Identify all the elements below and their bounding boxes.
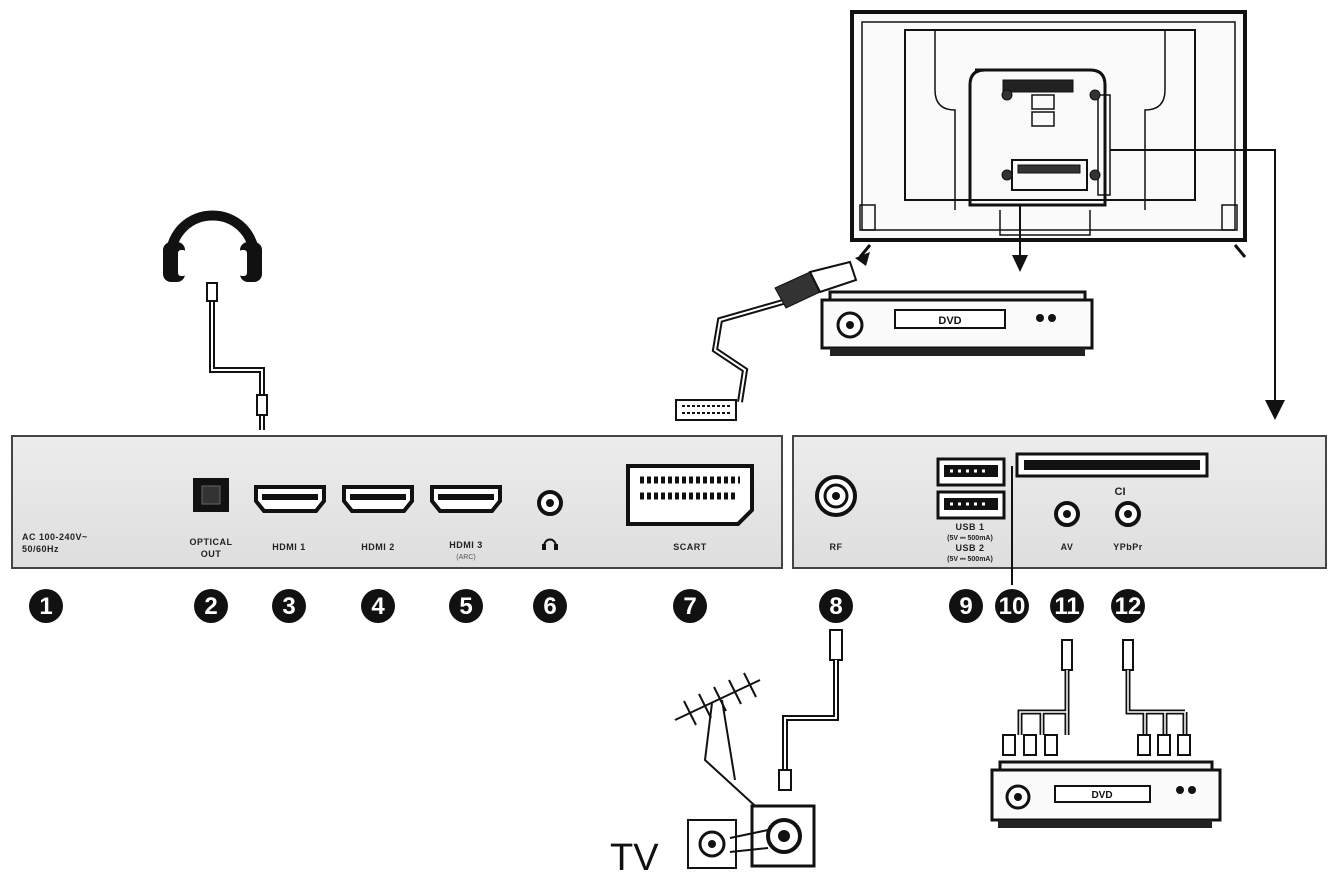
dvd-top-label: DVD [938,315,961,327]
callout-4: 4 [361,589,395,623]
optical-out-label: OUT [201,549,222,559]
tv-wall-socket [687,804,816,869]
hdmi3-label: HDMI 3 [449,540,483,550]
tv-wall-label: TV [610,837,659,879]
callout-number: 7 [683,593,696,620]
callout-number: 2 [204,593,217,620]
av-jack[interactable] [1054,501,1080,527]
scart-port[interactable] [626,464,754,526]
left-connector-panel: AC 100-240V~ 50/60Hz OPTICAL OUT HDMI 1 … [11,435,783,569]
callout-circle [1111,589,1145,623]
ypbpr-jack[interactable] [1115,501,1141,527]
callout-circle [272,589,306,623]
callout-1: 1 [29,589,63,623]
usb2-port[interactable] [936,490,1006,520]
hdmi3-port[interactable] [430,485,502,513]
ypbpr-label: YPbPr [1113,542,1143,552]
av-label: AV [1061,542,1074,552]
ci-slot[interactable] [1015,452,1209,478]
hdmi1-label: HDMI 1 [272,542,306,552]
usb1-label: USB 1 [955,522,984,532]
tv-back-view [850,10,1247,258]
callout-9: 9 [949,589,983,623]
scart-cable [675,260,858,421]
callout-circle [1050,589,1084,623]
dvd-bottom-label: DVD [1091,790,1112,801]
rf-cable [778,629,843,791]
callout-circle [673,589,707,623]
callout-number: 3 [282,593,295,620]
callout-circle [449,589,483,623]
callout-circle [995,589,1029,623]
hdmi1-port[interactable] [254,485,326,513]
callout-number: 9 [959,593,972,620]
headphone-jack[interactable] [537,490,563,516]
callout-12: 12 [1111,589,1145,623]
usb2-rating: (5V ⎓ 500mA) [947,556,993,563]
callout-number: 10 [999,593,1026,620]
dvd-player-top: DVD [820,290,1094,356]
usb1-rating: (5V ⎓ 500mA) [947,535,993,542]
callout-number: 11 [1054,593,1079,620]
callout-6: 6 [533,589,567,623]
power-frequency-label: 50/60Hz [22,544,59,554]
optical-label: OPTICAL [190,537,233,547]
callout-circle [949,589,983,623]
optical-out-port[interactable] [193,478,229,512]
usb1-port[interactable] [936,457,1006,487]
scart-label: SCART [673,542,707,552]
callout-3: 3 [272,589,306,623]
hdmi3-arc-label: (ARC) [456,554,475,561]
antenna-icon [674,672,766,816]
av-cables [1002,639,1191,756]
right-connector-panel: RF USB 1 (5V ⎓ 500mA) USB 2 (5V ⎓ 500mA)… [792,435,1327,585]
callout-10: 10 [995,589,1029,623]
callout-circle [533,589,567,623]
hdmi2-port[interactable] [342,485,414,513]
callout-2: 2 [194,589,228,623]
callout-number: 4 [371,593,385,620]
callout-circle [29,589,63,623]
dvd-player-bottom: DVD [990,760,1222,828]
callout-number: 12 [1115,593,1142,620]
callout-7: 7 [673,589,707,623]
power-label: AC 100-240V~ [22,532,88,542]
rf-label: RF [830,542,843,552]
callout-number: 5 [459,593,472,620]
headphone-symbol-icon [542,538,558,550]
ci-label: CI [1115,486,1126,498]
callout-number: 1 [39,593,52,620]
callout-number: 6 [543,593,556,620]
callout-11: 11 [1050,589,1084,623]
callout-5: 5 [449,589,483,623]
callout-circle [819,589,853,623]
rf-port[interactable] [815,475,857,517]
callout-circle [361,589,395,623]
usb2-label: USB 2 [955,543,984,553]
hdmi2-label: HDMI 2 [361,542,395,552]
callout-circle [194,589,228,623]
headphones-icon [163,210,268,430]
callout-8: 8 [819,589,853,623]
callout-number: 8 [829,593,842,620]
